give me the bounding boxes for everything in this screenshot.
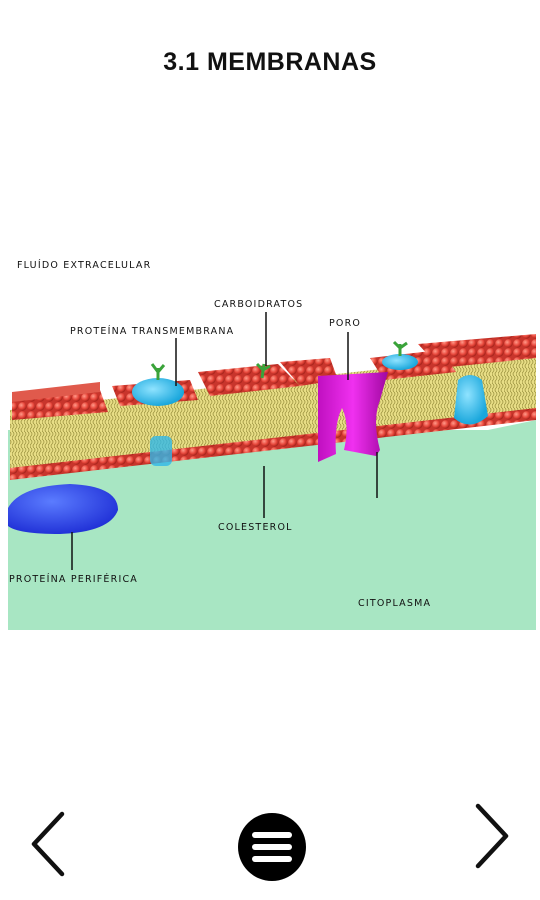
carbohydrate-1 [150,363,166,380]
chevron-left-icon [31,811,65,877]
pore-protein [318,372,388,462]
upper-head-block-6 [418,334,536,368]
chevron-right-icon [475,803,509,869]
next-button[interactable] [458,800,518,872]
previous-button[interactable] [22,808,82,880]
transmembrane-protein-2 [382,354,418,370]
upper-head-block-3 [198,364,300,396]
carbohydrate-2 [255,362,271,379]
label-extracellular: FLUÍDO EXTRACELULAR [17,259,151,271]
channel-protein [454,375,488,425]
membrane-diagram: FLUÍDO EXTRACELULAR CARBOIDRATOS PROTEÍN… [0,240,540,635]
page-title: 3.1 MEMBRANAS [163,48,377,76]
label-cytoplasm: CITOPLASMA [358,598,431,609]
transmembrane-protein-1 [132,378,184,406]
label-carbohydrates: CARBOIDRATOS [214,299,303,310]
peripheral-protein [8,484,118,534]
lower-head-layer [10,408,536,480]
label-pore: PORO [329,318,361,329]
hamburger-menu-icon [238,813,306,881]
menu-button[interactable] [237,812,307,882]
lipid-tails-band [10,352,536,472]
label-cholesterol: COLESTEROL [218,522,293,533]
label-transmembrane: PROTEÍNA TRANSMEMBRANA [70,325,234,337]
label-peripheral: PROTEÍNA PERIFÉRICA [9,573,138,585]
carbohydrate-3 [392,340,408,356]
bottom-navigation [0,780,540,900]
